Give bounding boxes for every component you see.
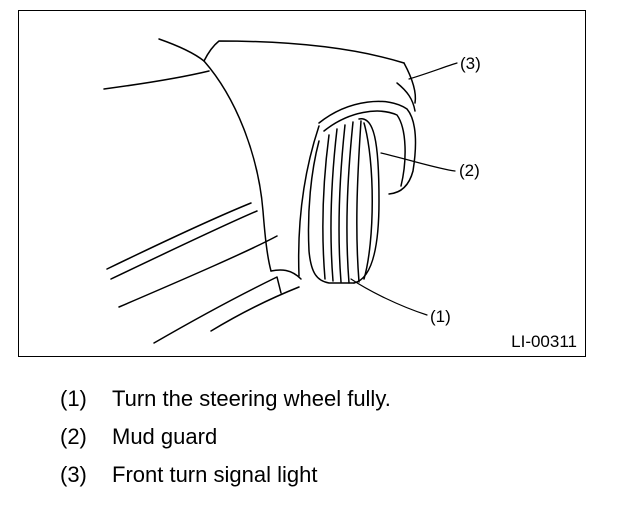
illustration-frame: (3) (2) (1) LI-00311 <box>18 10 586 357</box>
tire-tread-5 <box>356 120 362 283</box>
rocker-line-1 <box>153 276 282 344</box>
legend-number: (3) <box>60 462 87 487</box>
legend-item: (3) Front turn signal light <box>60 462 391 500</box>
callout-leader-3 <box>408 62 458 80</box>
wheel-arch-inner <box>323 110 406 187</box>
fender-lower <box>297 125 320 277</box>
tire-tread-4 <box>346 121 354 284</box>
legend-item: (2) Mud guard <box>60 424 391 462</box>
callout-leader-1 <box>350 278 428 316</box>
side-crease-3 <box>118 235 278 308</box>
hood-edge <box>203 40 405 64</box>
tire-tread-1 <box>322 134 330 280</box>
legend-text: Turn the steering wheel fully. <box>112 386 391 411</box>
side-crease-2 <box>110 210 258 280</box>
callout-label-1: (1) <box>430 307 451 326</box>
callout-label-2: (2) <box>459 161 480 180</box>
legend-item: (1) Turn the steering wheel fully. <box>60 386 391 424</box>
tire-tread-3 <box>338 124 346 283</box>
legend-number: (1) <box>60 386 87 411</box>
side-crease-1 <box>106 202 252 270</box>
fender-lip <box>270 269 302 280</box>
legend-text: Mud guard <box>112 424 218 449</box>
wheel-arch-outer <box>318 100 417 195</box>
legend-text: Front turn signal light <box>112 462 318 487</box>
fender-edge <box>203 60 272 272</box>
tire-tread-2 <box>330 128 338 282</box>
car-front-fender-drawing <box>103 38 458 344</box>
turn-signal-lower <box>396 82 416 112</box>
legend-number: (2) <box>60 424 87 449</box>
hood-line <box>158 38 205 62</box>
legend-list: (1) Turn the steering wheel fully. (2) M… <box>60 386 391 500</box>
fender-top-line <box>103 70 210 90</box>
tire-sidewall <box>363 122 373 280</box>
tire-back <box>307 140 355 284</box>
callout-label-3: (3) <box>460 54 481 73</box>
callout-leader-2 <box>380 152 456 172</box>
tire-front <box>353 118 380 284</box>
figure-id: LI-00311 <box>511 332 577 351</box>
rocker-line-2 <box>210 286 300 332</box>
turn-signal-outline <box>403 62 417 104</box>
